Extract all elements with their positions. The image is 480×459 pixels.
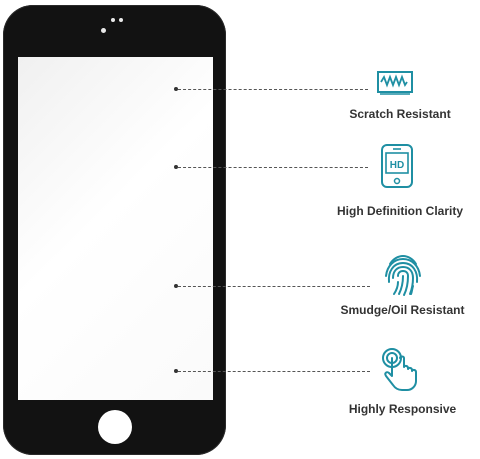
feature-label-smudge-oil-resistant: Smudge/Oil Resistant xyxy=(340,303,465,317)
feature-label-scratch-resistant: Scratch Resistant xyxy=(349,107,451,121)
feature-pointer-dot xyxy=(174,165,178,169)
front-camera-speaker-icon xyxy=(101,18,131,33)
feature-pointer-line xyxy=(178,371,370,372)
feature-pointer-line xyxy=(178,89,368,90)
hd-screen-icon: HD xyxy=(381,144,413,188)
hd-icon-text: HD xyxy=(390,160,404,171)
feature-pointer-dot xyxy=(174,284,178,288)
feature-pointer-line xyxy=(178,286,370,287)
feature-label-highly-responsive: Highly Responsive xyxy=(348,402,457,416)
phone-screen xyxy=(18,57,213,400)
fingerprint-icon xyxy=(385,254,421,296)
touch-hand-icon xyxy=(382,348,417,391)
home-button-icon xyxy=(98,410,132,444)
feature-pointer-dot xyxy=(174,369,178,373)
scratch-resistant-icon xyxy=(377,71,413,95)
feature-pointer-line xyxy=(178,167,368,168)
feature-label-high-definition-clarity: High Definition Clarity xyxy=(337,204,463,218)
feature-pointer-dot xyxy=(174,87,178,91)
phone-with-screen-protector xyxy=(3,5,226,455)
